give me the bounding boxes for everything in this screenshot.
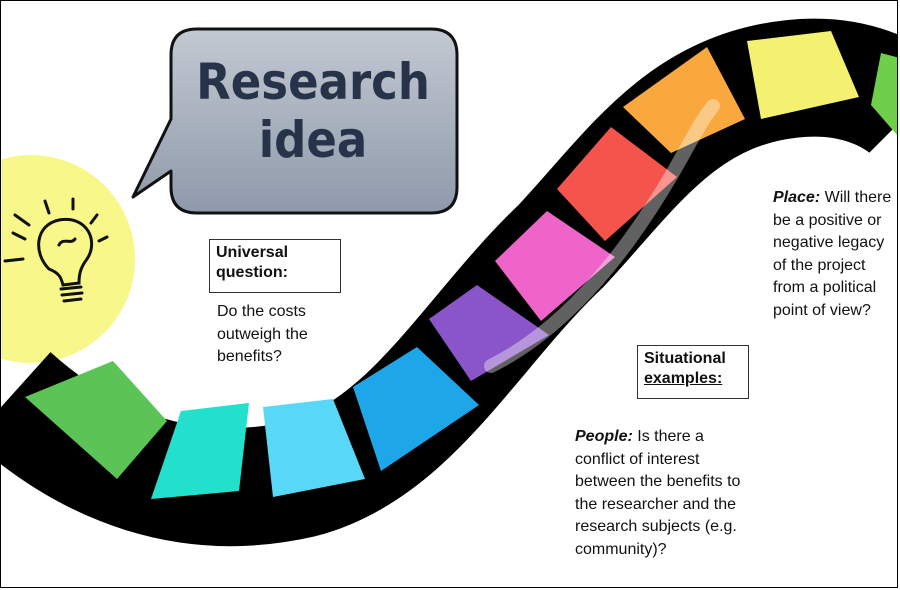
universal-question-text: Do the costs outweigh the benefits? bbox=[217, 303, 308, 365]
bubble-title: Research idea bbox=[187, 53, 439, 169]
lightbulb-icon bbox=[3, 197, 109, 303]
road-segment bbox=[747, 31, 859, 119]
place-example: Place: Will there be a positive or negat… bbox=[773, 187, 897, 322]
universal-label-line2: question: bbox=[216, 264, 288, 281]
road-segment bbox=[353, 347, 479, 471]
road-segment bbox=[557, 127, 677, 241]
situational-examples-label: Situational examples: bbox=[637, 345, 749, 399]
road-segment bbox=[495, 211, 615, 321]
bubble-title-line2: idea bbox=[258, 111, 368, 169]
universal-question-label: Universal question: bbox=[209, 239, 341, 293]
place-lead: Place: bbox=[773, 189, 821, 206]
people-text: Is there a conflict of interest between … bbox=[575, 428, 741, 558]
road-highlight bbox=[484, 99, 720, 373]
road-segment bbox=[429, 285, 549, 381]
road-segment bbox=[25, 361, 167, 479]
road-segments bbox=[25, 31, 897, 499]
speech-bubble bbox=[131, 27, 459, 215]
people-lead: People: bbox=[575, 428, 633, 445]
place-text: Will there be a positive or negative leg… bbox=[773, 189, 892, 319]
road-segment bbox=[871, 53, 897, 135]
universal-label-line1: Universal bbox=[216, 244, 289, 261]
people-example: People: Is there a conflict of interest … bbox=[575, 426, 745, 561]
situational-label-line1: Situational bbox=[644, 350, 726, 367]
situational-label-line2: examples: bbox=[644, 370, 723, 387]
bubble-title-line1: Research bbox=[196, 53, 430, 111]
bulb-glow bbox=[1, 155, 135, 363]
road-segment bbox=[623, 47, 745, 153]
road-segment bbox=[151, 403, 249, 499]
road-segment bbox=[263, 399, 365, 497]
